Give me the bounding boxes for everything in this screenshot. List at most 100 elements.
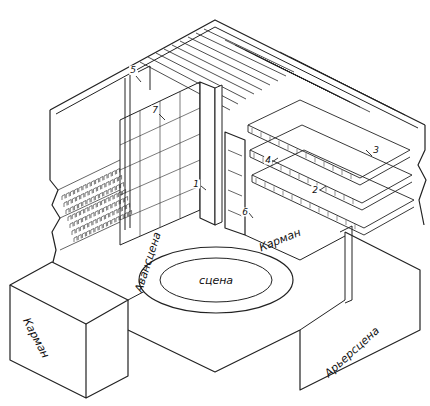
area-label: Арьерсцена [323,325,382,379]
seat [91,181,94,187]
seat [106,214,109,220]
balcony-rail [301,199,302,204]
seat [101,216,104,222]
seat [117,169,120,175]
balcony-rail [252,128,253,133]
callout-number: 3 [372,146,380,155]
seat [72,214,75,220]
callout-number: 2 [311,186,319,195]
seat [81,194,84,200]
balcony-rail [342,170,343,175]
balcony-rail [319,207,320,212]
callout-number: 4 [264,156,272,165]
seat [124,213,127,219]
seat [64,202,67,208]
seat [99,225,102,231]
balcony-rail [324,162,325,167]
balcony-rail [265,182,266,187]
seat [120,199,123,205]
stage-label: сцена [197,275,235,286]
seat [93,204,96,210]
seat [91,229,94,235]
seat [97,202,100,208]
seat [98,186,101,192]
seat [110,180,113,186]
seat [74,205,77,211]
seat [93,220,96,226]
seat [87,199,90,205]
seat [79,187,82,193]
seat [95,211,98,217]
seat [91,197,94,203]
balcony-rail [281,166,282,171]
seat [85,192,88,198]
balcony-rail [283,191,284,196]
seat [112,219,115,225]
seat [74,237,77,243]
seat [89,206,92,212]
seat [114,210,117,216]
seat [76,212,79,218]
area-label: Карман [258,227,303,254]
seat [112,203,115,209]
seat [81,210,84,216]
seat [120,215,123,221]
callout-number: 6 [241,208,249,217]
balcony-rail [256,178,257,183]
stage-ellipse: сцена [138,246,294,314]
balcony-rail [288,145,289,150]
balcony-rail [306,153,307,158]
seat [87,215,90,221]
seat [114,178,117,184]
seat [70,191,73,197]
balcony-rail [274,186,275,191]
seat [108,221,111,227]
balcony-rail [346,220,347,225]
seat [104,175,107,181]
balcony-rail [297,149,298,154]
seat [112,187,115,193]
seat [118,192,121,198]
balcony-rail [254,153,255,158]
seat [102,200,105,206]
balcony-rail [337,216,338,221]
seat [95,195,98,201]
balcony-rail [299,174,300,179]
seat [96,179,99,185]
seat [68,200,71,206]
callout-number: 7 [151,106,159,115]
seat [66,193,69,199]
seat [108,189,111,195]
seat [72,230,75,236]
balcony-rail [308,178,309,183]
balcony-rail [290,170,291,175]
seat [68,216,71,222]
seat [77,196,80,202]
callout-number: 1 [192,180,200,189]
seat [129,211,132,217]
seat [89,190,92,196]
balcony-rail [326,187,327,192]
balcony-rail [351,174,352,179]
seat [106,182,109,188]
seat [102,184,105,190]
seat [87,183,90,189]
balcony-rail [353,199,354,204]
seat [118,208,121,214]
balcony-rail [270,136,271,141]
seat [66,209,69,215]
seat [110,212,113,218]
seat [125,197,128,203]
seat [70,207,73,213]
seat [80,226,83,232]
seat [82,233,85,239]
seat [121,183,124,189]
seat [122,206,125,212]
seat [83,185,86,191]
seat [83,217,86,223]
seat [104,191,107,197]
seat [97,218,100,224]
seat [70,223,73,229]
seat [108,173,111,179]
